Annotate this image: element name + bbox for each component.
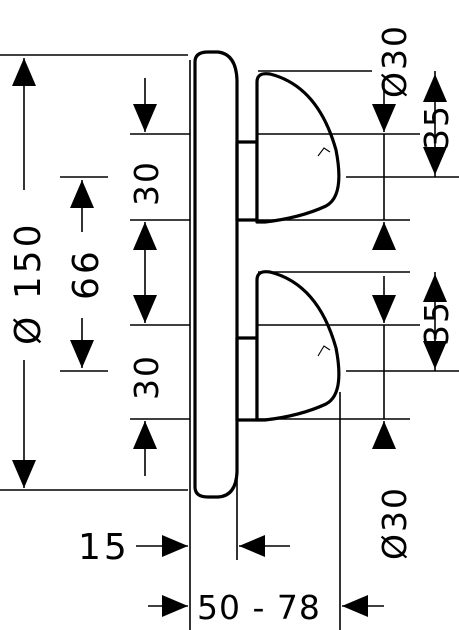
bottom-extension-lines <box>189 392 341 630</box>
dim-lower-spacing: 30 <box>127 272 166 476</box>
dim-projection: 50 - 78 <box>148 588 384 627</box>
lower-knob-height-label: 35 <box>417 300 456 346</box>
dim-lower-knob-diameter: Ø30 <box>372 276 414 560</box>
dim-upper-knob-height: 35 <box>417 71 456 177</box>
lower-knob <box>235 270 341 422</box>
dim-overall-height: Ø 150 <box>8 58 49 488</box>
upper-knob <box>235 72 341 224</box>
lower-spacing-label: 30 <box>127 354 166 400</box>
dim-lower-knob-height: 35 <box>417 272 456 371</box>
dim-center-distance: 66 <box>66 180 107 368</box>
center-distance-label: 66 <box>66 248 107 300</box>
wall-plate <box>189 50 239 499</box>
upper-knob-diameter-label: Ø30 <box>375 24 414 98</box>
overall-height-label: Ø 150 <box>8 222 49 346</box>
dim-upper-knob-diameter: Ø30 <box>372 24 414 250</box>
plate-depth-label: 15 <box>78 527 130 568</box>
dim-upper-spacing: 30 <box>127 78 166 272</box>
lower-knob-diameter-label: Ø30 <box>375 486 414 560</box>
upper-spacing-label: 30 <box>127 160 166 206</box>
upper-knob-height-label: 35 <box>417 104 456 150</box>
dim-plate-depth: 15 <box>78 527 290 568</box>
projection-label: 50 - 78 <box>197 588 321 627</box>
